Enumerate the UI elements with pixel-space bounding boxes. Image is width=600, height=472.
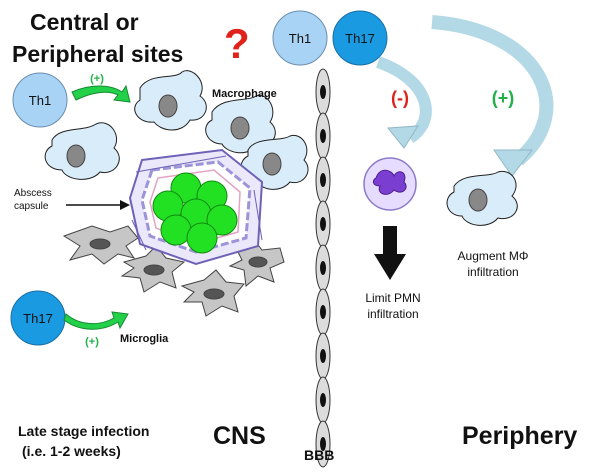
green-arrow-th17 bbox=[63, 311, 129, 330]
endothelial-nucleus bbox=[320, 129, 326, 143]
microglia-cell bbox=[228, 239, 285, 287]
abscess-pointer-head bbox=[120, 200, 130, 210]
top-th1-label: Th1 bbox=[289, 31, 311, 46]
microglia-cell bbox=[62, 225, 139, 265]
minus-label: (-) bbox=[391, 88, 409, 108]
endothelial-nucleus bbox=[320, 349, 326, 363]
green-arrow-th1 bbox=[71, 84, 131, 103]
curved-arrow-to-pmn-head bbox=[387, 125, 419, 149]
endothelial-nucleus bbox=[320, 85, 326, 99]
plus-label-th17: (+) bbox=[85, 336, 99, 348]
augment-label-line1: Augment MΦ bbox=[458, 249, 529, 263]
limit-label-line1: Limit PMN bbox=[365, 291, 420, 305]
top-th1-cell: Th1 bbox=[272, 10, 328, 66]
curved-arrow-to-macrophage-head bbox=[493, 149, 534, 177]
left-th1-label: Th1 bbox=[29, 93, 51, 108]
left-th17-label: Th17 bbox=[23, 311, 53, 326]
microglia-cell bbox=[180, 269, 245, 317]
late-stage-line1: Late stage infection bbox=[18, 423, 149, 439]
down-arrow-black bbox=[374, 226, 406, 280]
periphery-label: Periphery bbox=[462, 422, 577, 450]
endothelial-nucleus bbox=[320, 217, 326, 231]
endothelial-nucleus bbox=[320, 393, 326, 407]
microglia-label: Microglia bbox=[120, 333, 169, 345]
top-th17-cell: Th17 bbox=[332, 10, 388, 66]
title-line2: Peripheral sites bbox=[12, 41, 183, 67]
macrophage-cell bbox=[240, 134, 309, 190]
pmn-neutrophil bbox=[363, 157, 417, 211]
peripheral-macrophage bbox=[446, 170, 518, 226]
macrophage-label: Macrophage bbox=[212, 88, 277, 100]
left-th1-cell: Th1 bbox=[12, 72, 68, 128]
top-th17-label: Th17 bbox=[345, 31, 375, 46]
plus-label-periphery: (+) bbox=[492, 88, 515, 108]
cns-label: CNS bbox=[213, 422, 266, 450]
abscess-label-line2: capsule bbox=[14, 201, 49, 212]
title-line1: Central or bbox=[30, 9, 139, 35]
endothelial-nucleus bbox=[320, 173, 326, 187]
augment-label-line2: infiltration bbox=[467, 265, 518, 279]
bacteria-cluster bbox=[152, 172, 238, 254]
macrophage-cell bbox=[134, 70, 207, 131]
abscess-label-line1: Abscess bbox=[14, 188, 52, 199]
bbb-barrier bbox=[315, 68, 331, 468]
endothelial-nucleus bbox=[320, 261, 326, 275]
endothelial-nucleus bbox=[320, 437, 326, 451]
endothelial-nucleus bbox=[320, 305, 326, 319]
macrophage-cell bbox=[44, 122, 120, 180]
bbb-label: BBB bbox=[304, 447, 334, 463]
question-mark: ? bbox=[224, 20, 250, 67]
curved-arrow-to-macrophage bbox=[431, 15, 554, 166]
left-th17-cell: Th17 bbox=[10, 290, 66, 346]
limit-label-line2: infiltration bbox=[367, 307, 418, 321]
plus-label-th1: (+) bbox=[90, 73, 104, 85]
curved-arrow-to-pmn bbox=[375, 56, 432, 144]
late-stage-line2: (i.e. 1-2 weeks) bbox=[22, 443, 121, 459]
